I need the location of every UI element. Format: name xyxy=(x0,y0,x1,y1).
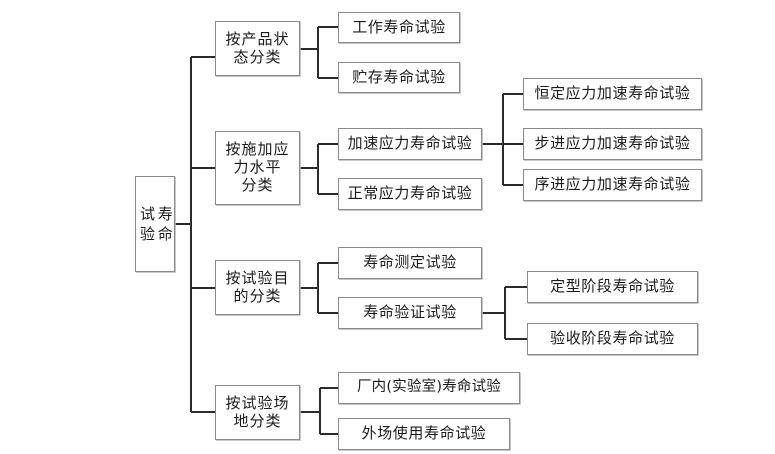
branch-node-by-stress-level[interactable]: 按施加应 力水平 分类 xyxy=(215,131,300,205)
branch-node-label: 按施加应 力水平 分类 xyxy=(225,140,290,194)
leaf-node-accelerated-stress-life-test[interactable]: 加速应力寿命试验 xyxy=(338,128,482,160)
leaf-node-normal-stress-life-test[interactable]: 正常应力寿命试验 xyxy=(338,178,482,210)
leaf-node-label: 加速应力寿命试验 xyxy=(347,134,473,153)
branch-node-by-test-site[interactable]: 按试验场 地分类 xyxy=(215,385,300,440)
leaf-node-label: 寿命验证试验 xyxy=(363,303,457,322)
leaf-node-finalization-stage-life-test[interactable]: 定型阶段寿命试验 xyxy=(527,271,698,303)
leaf-node-label: 序进应力加速寿命试验 xyxy=(534,175,691,194)
leaf-node-acceptance-stage-life-test[interactable]: 验收阶段寿命试验 xyxy=(527,323,698,355)
leaf-node-label: 验收阶段寿命试验 xyxy=(550,329,675,348)
leaf-node-label: 恒定应力加速寿命试验 xyxy=(534,84,691,103)
leaf-node-label: 外场使用寿命试验 xyxy=(361,424,487,443)
root-node-label: 寿命 试验 xyxy=(138,205,174,246)
leaf-node-life-verification-test[interactable]: 寿命验证试验 xyxy=(338,297,482,329)
branch-node-label: 按产品状 态分类 xyxy=(225,29,290,66)
branch-node-by-test-purpose[interactable]: 按试验目 的分类 xyxy=(215,260,300,315)
branch-node-by-product-state[interactable]: 按产品状 态分类 xyxy=(215,21,300,76)
leaf-node-label: 步进应力加速寿命试验 xyxy=(534,134,691,153)
leaf-node-constant-stress-accelerated-life-test[interactable]: 恒定应力加速寿命试验 xyxy=(523,78,702,110)
leaf-node-life-determination-test[interactable]: 寿命测定试验 xyxy=(338,247,482,279)
branch-node-label: 按试验目 的分类 xyxy=(225,268,290,305)
leaf-node-storage-life-test[interactable]: 贮存寿命试验 xyxy=(338,62,460,93)
leaf-node-label: 工作寿命试验 xyxy=(352,17,446,36)
leaf-node-label: 寿命测定试验 xyxy=(363,253,457,272)
leaf-node-in-plant-laboratory-life-test[interactable]: 厂内(实验室)寿命试验 xyxy=(338,372,520,404)
leaf-node-label: 定型阶段寿命试验 xyxy=(550,277,675,296)
root-node-life-test[interactable]: 寿命 试验 xyxy=(135,176,175,272)
leaf-node-operating-life-test[interactable]: 工作寿命试验 xyxy=(338,12,460,43)
leaf-node-label: 厂内(实验室)寿命试验 xyxy=(356,379,501,396)
leaf-node-label: 正常应力寿命试验 xyxy=(347,184,473,203)
leaf-node-label: 贮存寿命试验 xyxy=(352,67,446,86)
leaf-node-field-use-life-test[interactable]: 外场使用寿命试验 xyxy=(338,418,510,450)
leaf-node-progressive-stress-accelerated-life-test[interactable]: 序进应力加速寿命试验 xyxy=(523,169,702,201)
branch-node-label: 按试验场 地分类 xyxy=(225,393,290,430)
leaf-node-step-stress-accelerated-life-test[interactable]: 步进应力加速寿命试验 xyxy=(523,128,702,160)
